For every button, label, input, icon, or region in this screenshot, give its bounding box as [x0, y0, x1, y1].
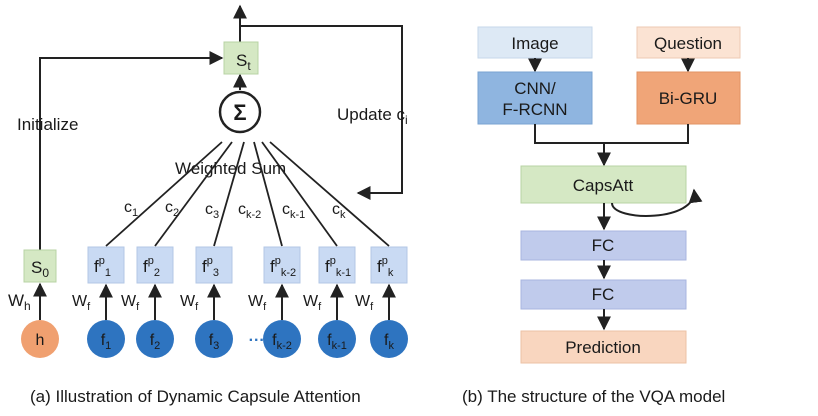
initialize-arrow: [39, 51, 224, 250]
capsatt-label: CapsAtt: [573, 176, 634, 195]
feature-weight-label: Wf: [121, 293, 140, 313]
vqa-model-diagram: Image Question CNN/ F-RCNN Bi-GRU CapsAt…: [462, 26, 741, 406]
initialize-label: Initialize: [17, 115, 78, 134]
coefficient-labels: c1 c2 c3 ck-2 ck-1 ck: [124, 199, 346, 221]
question-box: [636, 26, 741, 59]
projection-label: fp3: [202, 255, 219, 279]
feature-weight-label: Wf: [72, 293, 91, 313]
projection-label: fp2: [143, 255, 160, 279]
fan-line: [261, 141, 338, 247]
state-0-label: S0: [31, 258, 49, 280]
projection-box: [195, 246, 233, 284]
weighted-sum-fan: [105, 141, 390, 247]
feature-ellipsis: ·····: [249, 332, 276, 349]
merge-lines: [534, 124, 689, 144]
fan-line: [213, 141, 245, 247]
h-node: [21, 320, 59, 358]
caption-left: (a) Illustration of Dynamic Capsule Atte…: [30, 387, 361, 406]
projection-label: fpk-1: [325, 255, 351, 279]
weighted-sum-label: Weighted Sum: [175, 159, 286, 178]
feature-weight-label: Wf: [180, 293, 199, 313]
prediction-box: [520, 330, 687, 364]
h-node-label: h: [36, 332, 45, 349]
prediction-label: Prediction: [565, 338, 641, 357]
coefficient-label: c1: [124, 199, 138, 219]
cnn-label-line1: CNN/: [514, 79, 556, 98]
fc2-label: FC: [592, 285, 615, 304]
fan-line: [253, 141, 283, 247]
feature-node-label: fk-1: [327, 332, 347, 352]
projection-label: fp1: [94, 255, 111, 279]
bigru-label: Bi-GRU: [659, 89, 718, 108]
fc2-box: [520, 279, 687, 310]
fc1-label: FC: [592, 236, 615, 255]
update-label: Update ci: [337, 105, 408, 127]
projection-boxes: fp1 fp2 fp3 fpk-2 fpk-1 fpk: [87, 246, 408, 284]
state-t-label: St: [236, 51, 251, 73]
sum-circle: [218, 90, 262, 134]
projection-label: fpk: [377, 255, 394, 279]
state-0-box: [23, 249, 57, 283]
feature-node: [370, 320, 408, 358]
coefficient-label: ck-2: [238, 201, 261, 221]
projection-box: [263, 246, 301, 284]
projection-box: [136, 246, 174, 284]
question-label: Question: [654, 34, 722, 53]
bigru-box: [636, 71, 741, 125]
fan-line: [105, 141, 223, 247]
cnn-label-line2: F-RCNN: [502, 100, 567, 119]
feature-node: [263, 320, 301, 358]
fan-line: [269, 141, 390, 247]
projection-label: fpk-2: [270, 255, 296, 279]
state-t-box: [223, 41, 259, 75]
fc1-box: [520, 230, 687, 261]
capsule-attention-diagram: St Σ Initialize Update ci Weighted Sum c…: [8, 4, 408, 406]
h-weight-label: Wh: [8, 291, 31, 313]
feature-node-label: fk: [384, 332, 394, 352]
coefficient-label: ck: [332, 201, 346, 221]
projection-box: [87, 246, 125, 284]
feature-node: [318, 320, 356, 358]
feature-node-label: f2: [150, 332, 161, 352]
feature-node-label: f1: [101, 332, 112, 352]
coefficient-label: c2: [165, 199, 179, 219]
caption-right: (b) The structure of the VQA model: [462, 387, 725, 406]
feature-node-label: f3: [209, 332, 220, 352]
image-label: Image: [511, 34, 558, 53]
feature-node: [195, 320, 233, 358]
coefficient-label: ck-1: [282, 201, 305, 221]
cnn-box: [477, 71, 593, 125]
coefficient-label: c3: [205, 201, 219, 221]
sum-symbol: Σ: [233, 100, 246, 125]
feature-weight-label: Wf: [303, 293, 322, 313]
projection-box: [370, 246, 408, 284]
feature-weight-label: Wf: [355, 293, 374, 313]
feature-weight-label: Wf: [248, 293, 267, 313]
update-loop-arrow: [240, 25, 403, 200]
projection-box: [318, 246, 356, 284]
feature-node: [87, 320, 125, 358]
feature-node: [136, 320, 174, 358]
capsatt-self-loop-arrow: [611, 188, 703, 217]
fan-line: [154, 141, 233, 247]
feature-node-label: fk-2: [272, 332, 292, 352]
